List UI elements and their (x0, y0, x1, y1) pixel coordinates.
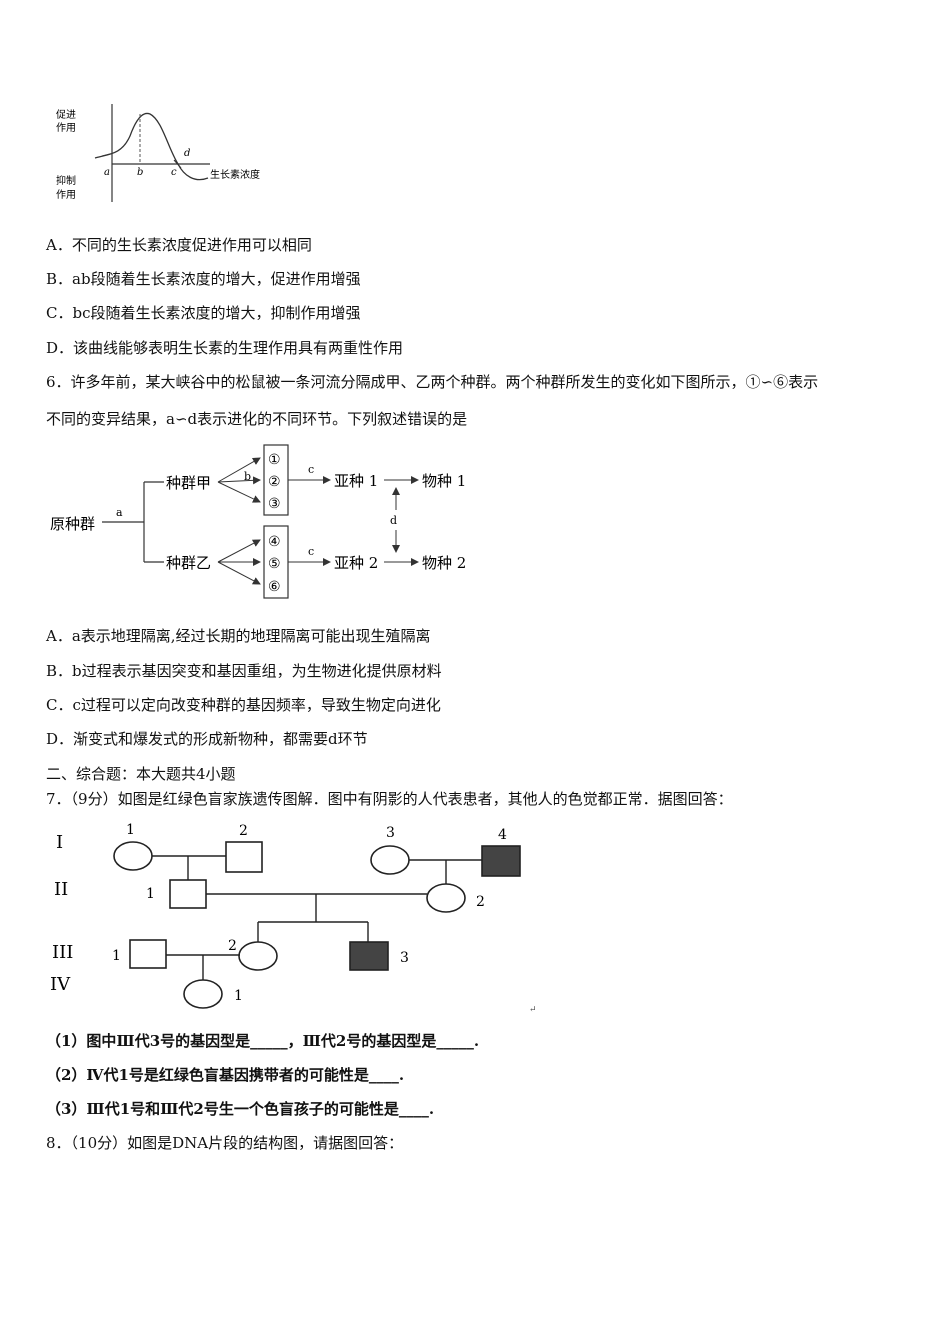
return-mark: ↵ (529, 1005, 537, 1015)
y-inhibit-label-1: 抑制 (56, 174, 76, 187)
I-4-affected-male (481, 845, 521, 877)
gen-I: I (56, 832, 63, 853)
III-3-affected-male (349, 941, 389, 971)
q6-option-d: D．渐变式和爆发式的形成新物种，都需要d环节 (46, 730, 368, 748)
svg-text:1: 1 (126, 822, 135, 838)
point-d: d (184, 148, 190, 159)
species-1: 物种 1 (422, 472, 466, 490)
label-b: b (244, 470, 251, 483)
q7-sub-2: （2）Ⅳ代1号是红绿色盲基因携带者的可能性是____. (46, 1066, 405, 1084)
svg-text:3: 3 (386, 825, 395, 841)
gen-IV: IV (50, 974, 71, 995)
subspecies-2: 亚种 2 (334, 554, 378, 572)
svg-text:4: 4 (498, 827, 507, 843)
origin-population: 原种群 (50, 515, 95, 533)
population-jia: 种群甲 (166, 474, 211, 492)
q6-option-a: A．a表示地理隔离,经过长期的地理隔离可能出现生殖隔离 (46, 627, 431, 645)
svg-text:1: 1 (146, 886, 155, 902)
variation-1: ① (268, 452, 281, 468)
svg-text:1: 1 (112, 948, 121, 964)
point-b: b (137, 167, 143, 178)
II-1-male (169, 879, 207, 909)
variation-6: ⑥ (268, 579, 281, 595)
variation-4: ④ (268, 534, 281, 550)
svg-text:2: 2 (239, 823, 248, 839)
speciation-diagram: 原种群 a 种群甲 种群乙 b ① ② ③ c 亚种 1 物种 1 d ④ ⑤ … (50, 444, 466, 599)
I-1-female (113, 841, 153, 871)
q5-option-c: C．bc段随着生长素浓度的增大，抑制作用增强 (46, 304, 361, 322)
q7-stem: 7．（9分）如图是红绿色盲家族遗传图解．图中有阴影的人代表患者，其他人的色觉都正… (46, 790, 733, 808)
section-heading: 二、综合题：本大题共4小题 (46, 765, 236, 783)
auxin-curve-graph: 促进 作用 抑制 作用 生长素浓度 a b c d (56, 104, 260, 202)
q7-sub-3: （3）Ⅲ代1号和Ⅲ代2号生一个色盲孩子的可能性是____. (46, 1100, 435, 1118)
I-2-male (225, 841, 263, 873)
gen-III: III (52, 942, 73, 963)
q5-option-b: B．ab段随着生长素浓度的增大，促进作用增强 (46, 270, 361, 288)
label-a: a (116, 506, 123, 519)
svg-text:3: 3 (400, 950, 409, 966)
y-promote-label-2: 作用 (56, 122, 76, 134)
variation-2: ② (268, 474, 281, 490)
IV-1-female (183, 979, 223, 1009)
y-inhibit-label-2: 作用 (56, 189, 76, 201)
q8-stem: 8．（10分）如图是DNA片段的结构图，请据图回答： (46, 1134, 404, 1152)
label-c-bottom: c (308, 545, 314, 558)
variation-5: ⑤ (268, 556, 281, 572)
q6-stem-line1: 6．许多年前，某大峡谷中的松鼠被一条河流分隔成甲、乙两个种群。两个种群所发生的变… (46, 373, 819, 391)
q6-stem-line2: 不同的变异结果，a∽d表示进化的不同环节。下列叙述错误的是 (46, 410, 468, 428)
svg-text:2: 2 (228, 938, 237, 954)
point-c: c (171, 167, 177, 178)
species-2: 物种 2 (422, 554, 466, 572)
label-d: d (390, 514, 397, 527)
III-1-male (129, 939, 167, 969)
q7-sub-1: （1）图中Ⅲ代3号的基因型是_____，Ⅲ代2号的基因型是_____. (46, 1032, 480, 1050)
variation-3: ③ (268, 496, 281, 512)
x-axis-label: 生长素浓度 (210, 168, 260, 181)
svg-text:1: 1 (234, 988, 243, 1004)
point-a: a (104, 167, 110, 178)
q6-option-b: B．b过程表示基因突变和基因重组，为生物进化提供原材料 (46, 662, 442, 680)
q5-option-d: D．该曲线能够表明生长素的生理作用具有两重性作用 (46, 339, 404, 357)
subspecies-1: 亚种 1 (334, 472, 378, 490)
III-2-female (238, 941, 278, 971)
pedigree-chart: I II III IV 1 2 3 4 1 2 1 2 3 1 ↵ (50, 822, 537, 1015)
q5-option-a: A．不同的生长素浓度促进作用可以相同 (46, 236, 312, 254)
population-yi: 种群乙 (166, 554, 211, 572)
y-promote-label-1: 促进 (56, 108, 76, 121)
q6-option-c: C．c过程可以定向改变种群的基因频率，导致生物定向进化 (46, 696, 441, 714)
label-c-top: c (308, 463, 314, 476)
I-3-female (370, 845, 410, 875)
II-2-female (426, 883, 466, 913)
svg-text:2: 2 (476, 894, 485, 910)
gen-II: II (54, 879, 68, 900)
